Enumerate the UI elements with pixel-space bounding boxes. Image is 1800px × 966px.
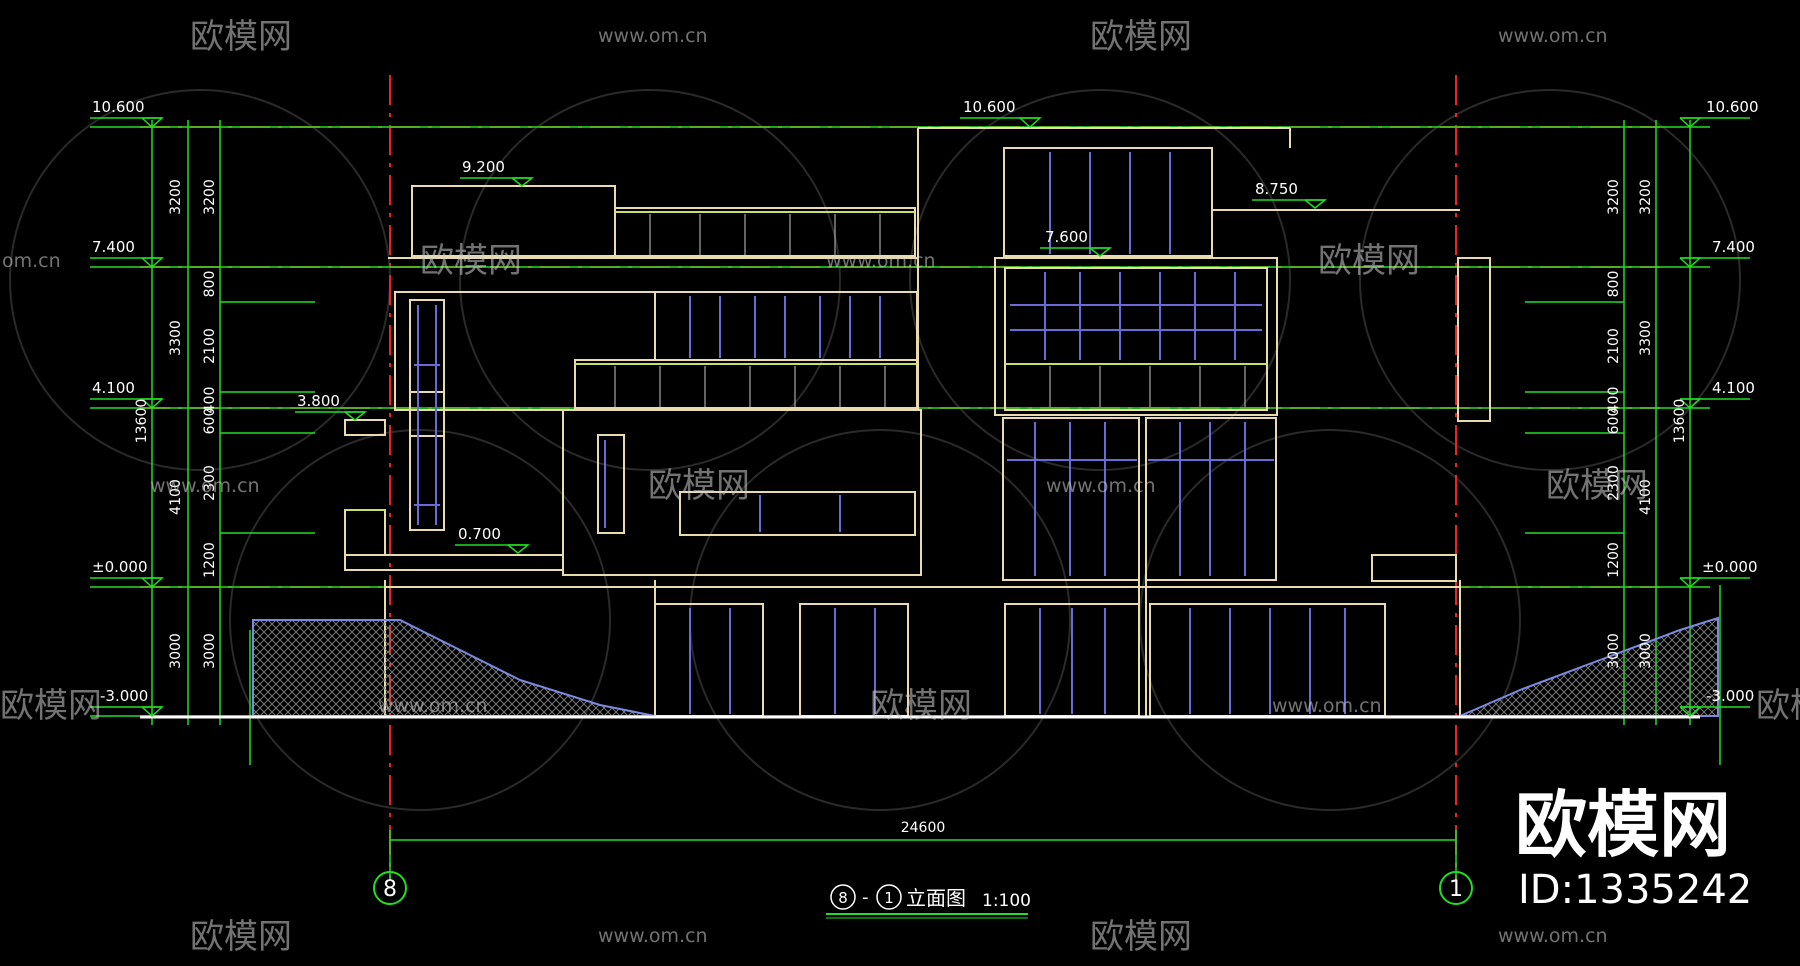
spot-elevation-d: 3.800 [297,392,340,410]
watermark-url: www.om.cn [598,925,708,947]
watermark-brand: 欧模网 [1318,241,1420,281]
dim-left-inner-b: 800 [202,271,218,298]
dim-left-outer-3: 4100 [168,479,184,515]
level-third-right: 7.400 [1712,238,1755,256]
watermark-brand: 欧模网 [0,686,102,726]
watermark-brand: 欧模网 [190,917,292,957]
dim-left-inner-e: 600 [202,408,218,435]
watermark-brand: 欧模网 [870,686,972,726]
title-dash: - [862,887,869,908]
dim-right-inner-g: 1200 [1606,542,1622,578]
overall-width: 24600 [901,820,946,836]
logo-brand: 欧模网 [1515,783,1731,867]
dim-left-inner-c: 2100 [202,328,218,364]
dim-right-outer-2: 3300 [1638,320,1654,356]
dim-right-inner-h: 3000 [1606,633,1622,669]
level-roof-right: 10.600 [1706,98,1759,116]
watermark-brand: 欧模网 [1090,17,1192,57]
dim-left-inner-d: 400 [202,387,218,414]
dim-left-outer-1: 3200 [168,179,184,215]
watermark-url: www.om.cn [1498,25,1608,47]
dimension-ticks [220,301,1624,534]
title-right-axis: 1 [884,889,894,907]
watermark-brand: 欧模网 [1756,686,1800,726]
dim-right-total: 13600 [1672,399,1688,444]
watermark-url-short: om.cn [2,250,61,272]
dim-left-inner-f: 2300 [202,465,218,501]
axis-bubble-left: 8 [373,871,407,905]
dim-right-outer-1: 3200 [1638,179,1654,215]
spot-elevation-a: 9.200 [462,158,505,176]
spot-elevation-c: 7.600 [1045,228,1088,246]
watermark-brand: 欧模网 [1546,466,1648,506]
railings [345,211,1267,511]
drawing-title: 8 - 1 立面图 1:100 [826,884,1031,919]
watermarks: 欧模网 欧模网 欧模网 欧模网 欧模网 欧模网 欧模网 欧模网 欧模网 欧模网 … [0,17,1800,957]
watermark-url: www.om.cn [826,250,936,272]
title-left-axis: 8 [838,889,848,907]
dim-left-inner-h: 3000 [202,633,218,669]
dim-left-outer-4: 3000 [168,633,184,669]
level-ground-right: ±0.000 [1702,558,1758,576]
dim-right-outer-4: 3000 [1638,633,1654,669]
watermark-brand: 欧模网 [190,17,292,57]
watermark-url: www.om.cn [1498,925,1608,947]
level-second-right: 4.100 [1712,379,1755,397]
earth-hatch [252,616,1719,717]
logo-id: ID:1335242 [1518,867,1752,913]
dim-left-inner-g: 1200 [202,542,218,578]
dim-right-inner-b: 800 [1606,271,1622,298]
dim-right-inner-d: 400 [1606,387,1622,414]
watermark-brand: 欧模网 [1090,917,1192,957]
level-second-left: 4.100 [92,379,135,397]
watermark-brand: 欧模网 [420,241,522,281]
dim-right-inner-a: 3200 [1606,179,1622,215]
railing-posts [614,214,1246,407]
title-scale: 1:100 [982,891,1031,911]
watermark-url: www.om.cn [150,475,260,497]
title-name: 立面图 [906,886,966,910]
watermark-url: www.om.cn [378,695,488,717]
corner-logo: 欧模网 ID:1335242 [1515,783,1752,913]
level-ground-left: ±0.000 [92,558,148,576]
dim-right-outer-3: 4100 [1638,479,1654,515]
dim-left-outer-2: 3300 [168,320,184,356]
axis-right-label: 1 [1449,877,1463,902]
axis-left-label: 8 [383,877,397,902]
spot-elevation-e: 0.700 [458,525,501,543]
level-labels: 10.600 7.400 4.100 ±0.000 -3.000 10.600 … [92,98,1759,705]
dim-right-inner-c: 2100 [1606,328,1622,364]
glazing [414,152,1346,714]
watermark-brand: 欧模网 [648,466,750,506]
axis-bubble-right: 1 [1439,871,1473,905]
watermark-url: www.om.cn [598,25,708,47]
dim-left-inner-a: 3200 [202,179,218,215]
watermark-url: www.om.cn [1046,475,1156,497]
level-roof-left: 10.600 [92,98,145,116]
dim-right-inner-f: 2300 [1606,465,1622,501]
level-basement-left: -3.000 [100,687,148,705]
spot-elevation-b: 8.750 [1255,180,1298,198]
level-markers [90,117,1750,718]
level-roof-center: 10.600 [963,98,1016,116]
dim-right-inner-e: 600 [1606,408,1622,435]
level-basement-right: -3.000 [1706,687,1754,705]
level-third-left: 7.400 [92,238,135,256]
dimension-labels: 3200 3300 4100 3000 13600 3200 800 2100 … [134,179,1688,836]
watermark-url: www.om.cn [1272,695,1382,717]
dim-left-total: 13600 [134,399,150,444]
building-outline [344,127,1491,717]
